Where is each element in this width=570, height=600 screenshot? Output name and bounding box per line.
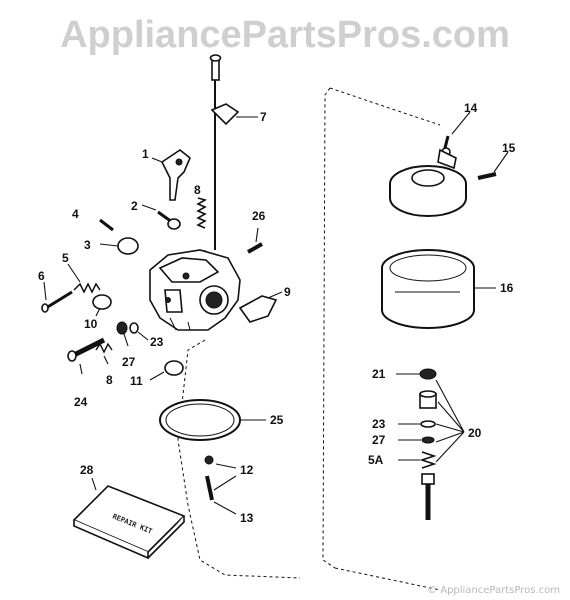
label-25: 25 bbox=[270, 413, 284, 427]
part-3-plate bbox=[99, 237, 139, 255]
part-21-washer bbox=[396, 368, 437, 380]
label-1: 1 bbox=[142, 147, 149, 161]
part-4-screw bbox=[99, 218, 114, 232]
part-23-ring-right bbox=[398, 420, 436, 428]
label-27-left: 27 bbox=[122, 355, 136, 369]
label-9: 9 bbox=[284, 285, 291, 299]
label-21: 21 bbox=[372, 367, 386, 381]
part-6-screw bbox=[41, 281, 73, 313]
part-27-washer-right bbox=[398, 436, 435, 444]
part-1-lever bbox=[151, 149, 191, 201]
carburetor-body bbox=[149, 249, 241, 331]
part-5-spring bbox=[67, 263, 101, 294]
part-9-plate bbox=[238, 291, 283, 323]
part-8-spring-lower bbox=[95, 342, 113, 365]
label-2: 2 bbox=[131, 199, 138, 213]
part-24-needle-screw bbox=[67, 337, 106, 375]
label-13: 13 bbox=[240, 511, 254, 525]
part-25-gasket bbox=[159, 399, 266, 441]
part-12-clip bbox=[204, 455, 237, 469]
part-11-plug bbox=[149, 360, 184, 381]
part-20-nut bbox=[419, 390, 437, 409]
label-12: 12 bbox=[240, 463, 254, 477]
part-26-pin bbox=[247, 227, 263, 254]
assembly-dash-boundary bbox=[322, 87, 441, 591]
label-16: 16 bbox=[500, 281, 514, 295]
part-13-pin bbox=[205, 475, 237, 515]
label-8-upper: 8 bbox=[194, 183, 201, 197]
label-15: 15 bbox=[502, 141, 516, 155]
label-27-right: 27 bbox=[372, 433, 386, 447]
label-6: 6 bbox=[38, 269, 45, 283]
part-10-washer bbox=[92, 294, 112, 317]
label-23-left: 23 bbox=[150, 335, 164, 349]
label-14: 14 bbox=[464, 101, 478, 115]
label-8-lower: 8 bbox=[106, 373, 113, 387]
label-10: 10 bbox=[84, 317, 98, 331]
part-5A-spring bbox=[398, 451, 437, 469]
label-5A: 5A bbox=[368, 453, 384, 467]
label-4: 4 bbox=[72, 207, 79, 221]
label-24: 24 bbox=[74, 395, 88, 409]
part-8-spring-upper bbox=[196, 197, 208, 229]
label-28: 28 bbox=[80, 463, 94, 477]
copyright-notice: © AppliancePartsPros.com bbox=[427, 585, 560, 596]
label-26: 26 bbox=[252, 209, 266, 223]
label-23-right: 23 bbox=[372, 417, 386, 431]
part-14-screw bbox=[441, 111, 471, 157]
float-cover bbox=[389, 148, 467, 217]
part-20-leaders bbox=[435, 379, 465, 463]
label-20: 20 bbox=[468, 426, 482, 440]
watermark-logo: AppliancePartsPros.com bbox=[60, 14, 510, 56]
label-5: 5 bbox=[62, 251, 69, 265]
part-15-pin bbox=[477, 151, 509, 180]
label-3: 3 bbox=[84, 238, 91, 252]
part-16-bowl bbox=[381, 249, 496, 329]
bowl-bolt bbox=[421, 473, 435, 520]
part-7-shaft bbox=[209, 54, 258, 250]
label-11: 11 bbox=[130, 374, 143, 388]
label-7: 7 bbox=[260, 110, 267, 124]
part-28-repair-kit bbox=[72, 477, 186, 560]
part-27-washer-left bbox=[116, 321, 129, 347]
part-23-ring-left bbox=[129, 322, 149, 341]
part-2-screw bbox=[141, 204, 181, 230]
